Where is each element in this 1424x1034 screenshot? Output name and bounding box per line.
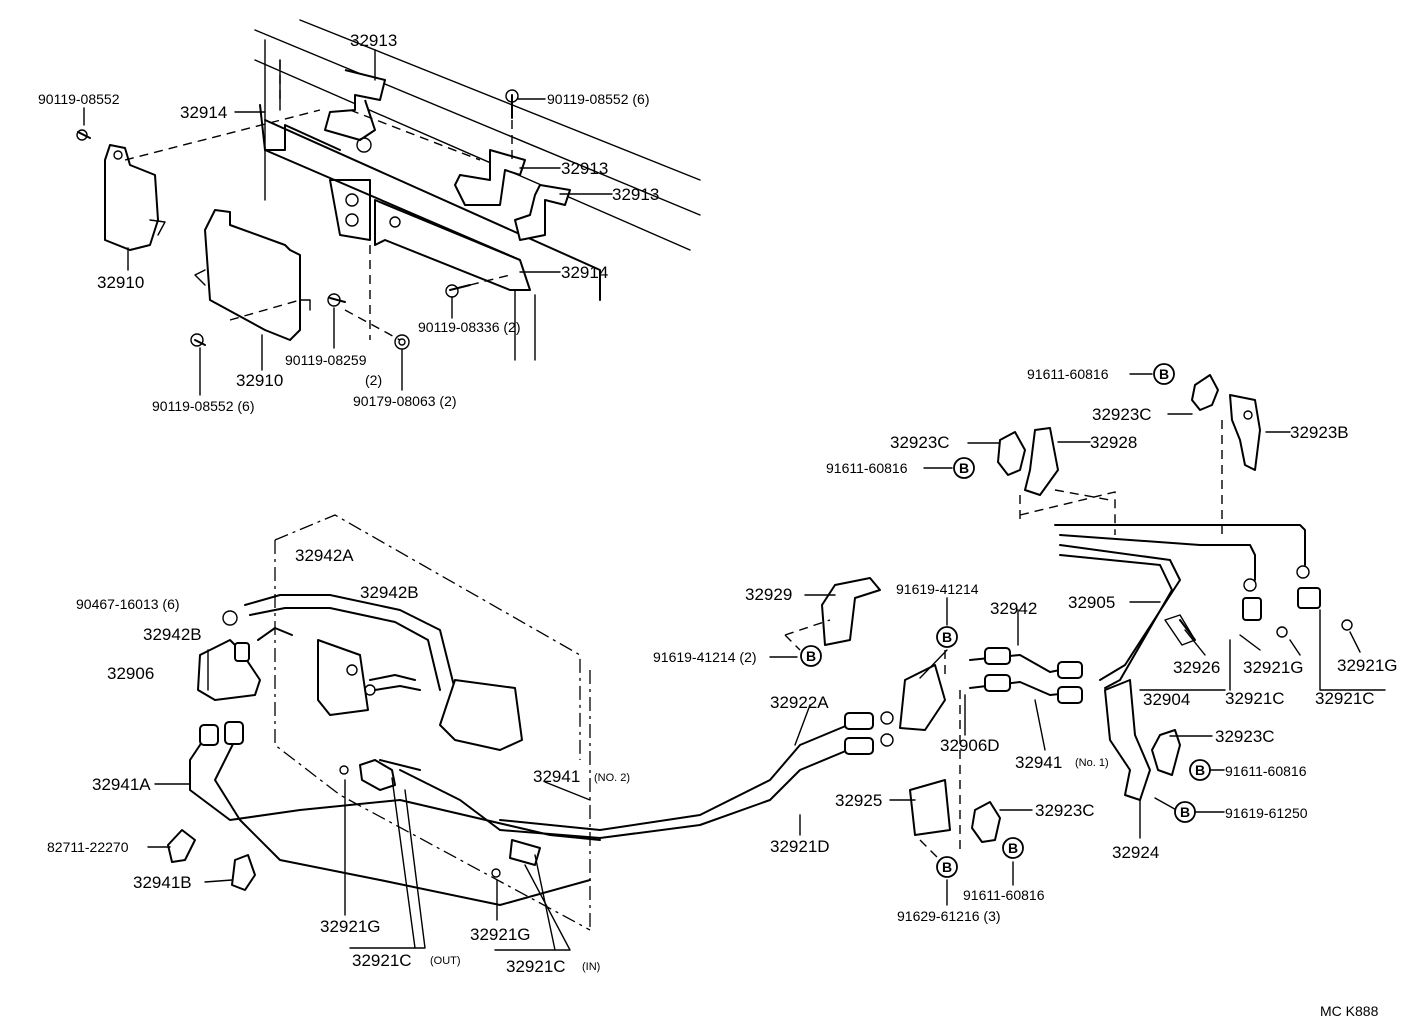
label-32914-a: 32914: [180, 103, 227, 122]
fittings-right: [1242, 565, 1353, 638]
svg-text:B: B: [1180, 804, 1190, 820]
frame-assembly: [254, 19, 701, 361]
label-32924: 32924: [1112, 843, 1159, 862]
label-32942A: 32942A: [295, 546, 354, 565]
label-32941B: 32941B: [133, 873, 192, 892]
guide-lines-top: [124, 60, 513, 341]
label-90119-08552-6-b: 90119-08552 (6): [152, 398, 254, 414]
label-90119-08552-6-a: 90119-08552 (6): [547, 91, 649, 107]
label-91611-60816-a: 91611-60816: [1027, 366, 1109, 382]
label-32941-no1-sub: (No. 1): [1075, 757, 1109, 769]
label-91619-61250: 91619-61250: [1225, 805, 1308, 821]
label-32942B-a: 32942B: [360, 583, 419, 602]
label-32941A: 32941A: [92, 775, 151, 794]
long-pipes: [499, 711, 894, 839]
hose-32942A: [244, 594, 523, 751]
label-32923C-d: 32923C: [1035, 801, 1095, 820]
label-90467-16013: 90467-16013 (6): [76, 596, 180, 612]
label-32921G-d: 32921G: [470, 925, 531, 944]
label-32904: 32904: [1143, 690, 1190, 709]
label-32906: 32906: [107, 664, 154, 683]
label-32921C-out-sub: (OUT): [430, 955, 461, 967]
label-32923B: 32923B: [1290, 423, 1349, 442]
svg-text:B: B: [1159, 366, 1169, 382]
callout-b-6: B: [1174, 801, 1196, 823]
label-32923C-b: 32923C: [890, 433, 950, 452]
label-32914-b: 32914: [561, 263, 608, 282]
label-32928: 32928: [1090, 433, 1137, 452]
callout-b-2: B: [953, 457, 975, 479]
svg-text:B: B: [1008, 840, 1018, 856]
leader-lines-bottom: [147, 373, 1386, 951]
label-91611-60816-b: 91611-60816: [826, 460, 908, 476]
callouts-b: B B B B B B B B: [800, 363, 1211, 878]
label-32921G-c: 32921G: [320, 917, 381, 936]
label-32941-no1: 32941: [1015, 753, 1062, 772]
svg-text:B: B: [1195, 762, 1205, 778]
label-32913-c: 32913: [612, 185, 659, 204]
label-32929: 32929: [745, 585, 792, 604]
diagram-code: MC K888: [1320, 1003, 1379, 1019]
callout-b-7: B: [1002, 837, 1024, 859]
label-32921C-a: 32921C: [1225, 689, 1285, 708]
svg-text:B: B: [942, 859, 952, 875]
label-32921C-b: 32921C: [1315, 689, 1375, 708]
label-32941-no2: 32941: [533, 767, 580, 786]
label-90119-08259: 90119-08259: [285, 352, 367, 368]
label-90119-08259-qty: (2): [365, 372, 382, 388]
bolts-top: [76, 89, 519, 350]
bracket-32906: [197, 610, 293, 701]
clamps-left: [167, 664, 501, 891]
callout-b-1: B: [1153, 363, 1175, 385]
label-91619-41214-a: 91619-41214: [896, 581, 979, 597]
label-32921D: 32921D: [770, 837, 830, 856]
oil-cooler-right: [194, 209, 311, 341]
label-91611-60816-d: 91611-60816: [963, 887, 1045, 903]
oil-cooler-left: [104, 144, 166, 251]
label-32910-a: 32910: [97, 273, 144, 292]
label-32921C-out: 32921C: [352, 951, 412, 970]
label-91629-61216: 91629-61216 (3): [897, 908, 1001, 924]
hoses-middle: [899, 647, 1083, 731]
callout-b-5: B: [1189, 759, 1211, 781]
hose-32941A: [189, 721, 601, 906]
label-32926: 32926: [1173, 658, 1220, 677]
svg-text:B: B: [806, 648, 816, 664]
label-32942B-b: 32942B: [143, 625, 202, 644]
callout-b-8: B: [936, 856, 958, 878]
label-32913-b: 32913: [561, 159, 608, 178]
label-90119-08336: 90119-08336 (2): [418, 319, 520, 335]
label-32941-no2-sub: (NO. 2): [594, 772, 630, 784]
label-32923C-c: 32923C: [1215, 727, 1275, 746]
label-32905: 32905: [1068, 593, 1115, 612]
label-32925: 32925: [835, 791, 882, 810]
leader-lines-top: [83, 49, 613, 396]
svg-text:B: B: [942, 629, 952, 645]
label-32942: 32942: [990, 599, 1037, 618]
label-90119-08552-a: 90119-08552: [38, 91, 120, 107]
label-32921G-b: 32921G: [1337, 656, 1398, 675]
pipe-bundle: [1054, 524, 1306, 689]
label-91611-60816-c: 91611-60816: [1225, 763, 1307, 779]
line-32941-no2: [359, 759, 541, 866]
part-labels: 32913 90119-08552 32914 90119-08552 (6) …: [38, 31, 1398, 976]
label-32921C-in-sub: (IN): [582, 961, 600, 973]
label-32913-a: 32913: [350, 31, 397, 50]
label-32906D: 32906D: [940, 736, 1000, 755]
callout-b-3: B: [936, 626, 958, 648]
label-82711-22270: 82711-22270: [47, 839, 129, 855]
label-32921G-a: 32921G: [1243, 658, 1304, 677]
label-90179-08063: 90179-08063 (2): [353, 393, 457, 409]
callout-b-4: B: [800, 645, 822, 667]
label-32922A: 32922A: [770, 693, 829, 712]
label-32910-b: 32910: [236, 371, 283, 390]
svg-text:B: B: [959, 460, 969, 476]
label-91619-41214-b: 91619-41214 (2): [653, 649, 757, 665]
label-32923C-a: 32923C: [1092, 405, 1152, 424]
label-32921C-in: 32921C: [506, 957, 566, 976]
